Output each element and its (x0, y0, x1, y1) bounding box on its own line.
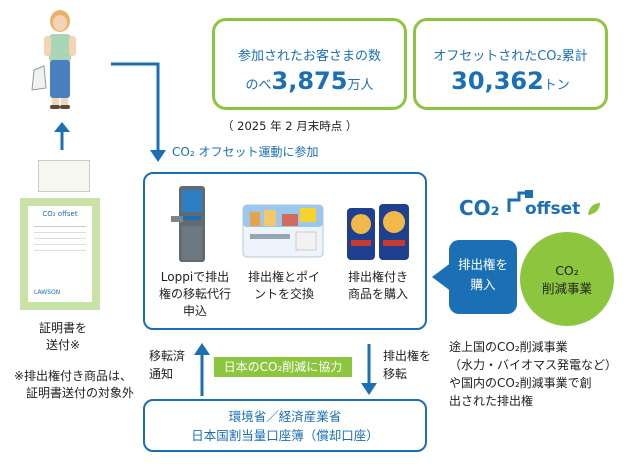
notify-label: 移転済 通知 (149, 347, 185, 383)
notify-arrowhead (194, 343, 210, 355)
reduction-desc-line2: （水力・バイオマス発電など） (449, 358, 618, 372)
step-loppi-line3: 申込 (182, 304, 207, 318)
transfer-label-line1: 排出権を (383, 349, 432, 363)
join-arrow (111, 62, 160, 152)
certificate-caption-line1: 証明書を (38, 321, 87, 335)
registry-line1: 環境省／経済産業省 (228, 409, 342, 424)
certificate: CO₂ offset LAWSON (20, 198, 100, 310)
certificate-small (38, 160, 90, 192)
visitors-stat-box: 参加されたお客さまの数 のべ3,875万人 (212, 18, 407, 110)
transfer-arrowhead (361, 383, 377, 395)
co2-offset-logo: CO₂ offset (459, 190, 609, 224)
offset-unit: トン (543, 78, 570, 93)
reduction-desc-line4: 出された排出権 (449, 394, 534, 408)
join-label: CO₂ オフセット運動に参加 (172, 145, 319, 159)
co2-logo-part2: offset (525, 199, 581, 219)
bubble-pointer (432, 262, 452, 292)
visitors-prefix: のべ (245, 78, 272, 93)
certificate-footer-logo: LAWSON (34, 289, 61, 296)
offset-value: 30,362 (451, 67, 544, 95)
up-arrowhead-certificate (54, 122, 70, 132)
step-loppi-line1: Loppiで排出 (160, 270, 230, 284)
join-arrowhead (150, 150, 166, 162)
visitors-stat-label: 参加されたお客さまの数 (237, 49, 381, 64)
certificate-note: ※排出権付き商品は、 証明書送付の対象外 (14, 368, 134, 402)
reduction-circle-line1: CO₂ (555, 263, 579, 278)
buy-emission-bubble: 排出権を 購入 (449, 240, 517, 314)
certificate-note-line2: 証明書送付の対象外 (26, 386, 135, 400)
reduction-desc-line1: 途上国のCO₂削減事業 (449, 340, 568, 354)
step-products: 排出権付き 商品を購入 (337, 269, 419, 303)
transfer-label: 排出権を 移転 (383, 347, 431, 383)
beer-cans-icon (347, 204, 409, 260)
step-loppi-line2: 権の移転代行 (158, 287, 231, 301)
notify-label-line2: 通知 (149, 367, 174, 381)
buy-emission-line1: 排出権を (457, 257, 508, 272)
date-note: （ 2025 年 2 月末時点 ） (222, 119, 358, 133)
transfer-label-line2: 移転 (383, 367, 408, 381)
point-card-icon (242, 204, 324, 258)
reduction-circle-line2: 削減事業 (541, 281, 592, 296)
visitors-value: 3,875 (271, 67, 348, 95)
reduction-project-circle: CO₂ 削減事業 (520, 232, 614, 326)
certificate-caption: 証明書を 送付※ (23, 320, 103, 354)
step-products-line2: 商品を購入 (347, 287, 408, 301)
participation-flow-box: Loppiで排出 権の移転代行 申込 排出権とポイ ントを交換 排出権付き 商品… (143, 172, 427, 330)
customer-illustration (31, 10, 76, 109)
certificate-header-logo: CO₂ offset (42, 210, 78, 218)
notify-label-line1: 移転済 (149, 349, 186, 363)
buy-emission-line2: 購入 (470, 277, 496, 292)
co2-offset-logo-bubble-icon (507, 190, 533, 212)
reduction-desc-line3: や国内のCO₂削減事業で創 (449, 376, 592, 390)
co2-logo-part1: CO₂ (459, 196, 500, 220)
visitors-unit: 万人 (347, 78, 374, 93)
step-points-line2: ントを交換 (253, 287, 314, 301)
leaf-icon (588, 203, 600, 215)
offset-stat-box: オフセットされたCO₂累計 30,362トン (413, 18, 608, 110)
loppi-kiosk-icon (171, 186, 205, 262)
registry-line2: 日本国割当量口座簿（償却口座） (191, 428, 379, 443)
step-loppi: Loppiで排出 権の移転代行 申込 (155, 269, 235, 320)
step-products-line1: 排出権付き (347, 270, 408, 284)
step-points: 排出権とポイ ントを交換 (243, 269, 325, 303)
step-points-line1: 排出権とポイ (247, 270, 320, 284)
reduction-description: 途上国のCO₂削減事業 （水力・バイオマス発電など） や国内のCO₂削減事業で創… (449, 338, 617, 410)
registry-box: 環境省／経済産業省 日本国割当量口座簿（償却口座） (143, 399, 427, 452)
offset-stat-label: オフセットされたCO₂累計 (433, 49, 588, 64)
cooperation-band: 日本のCO₂削減に協力 (214, 357, 352, 377)
certificate-note-line1: ※排出権付き商品は、 (14, 369, 133, 383)
certificate-caption-line2: 送付※ (45, 338, 81, 352)
